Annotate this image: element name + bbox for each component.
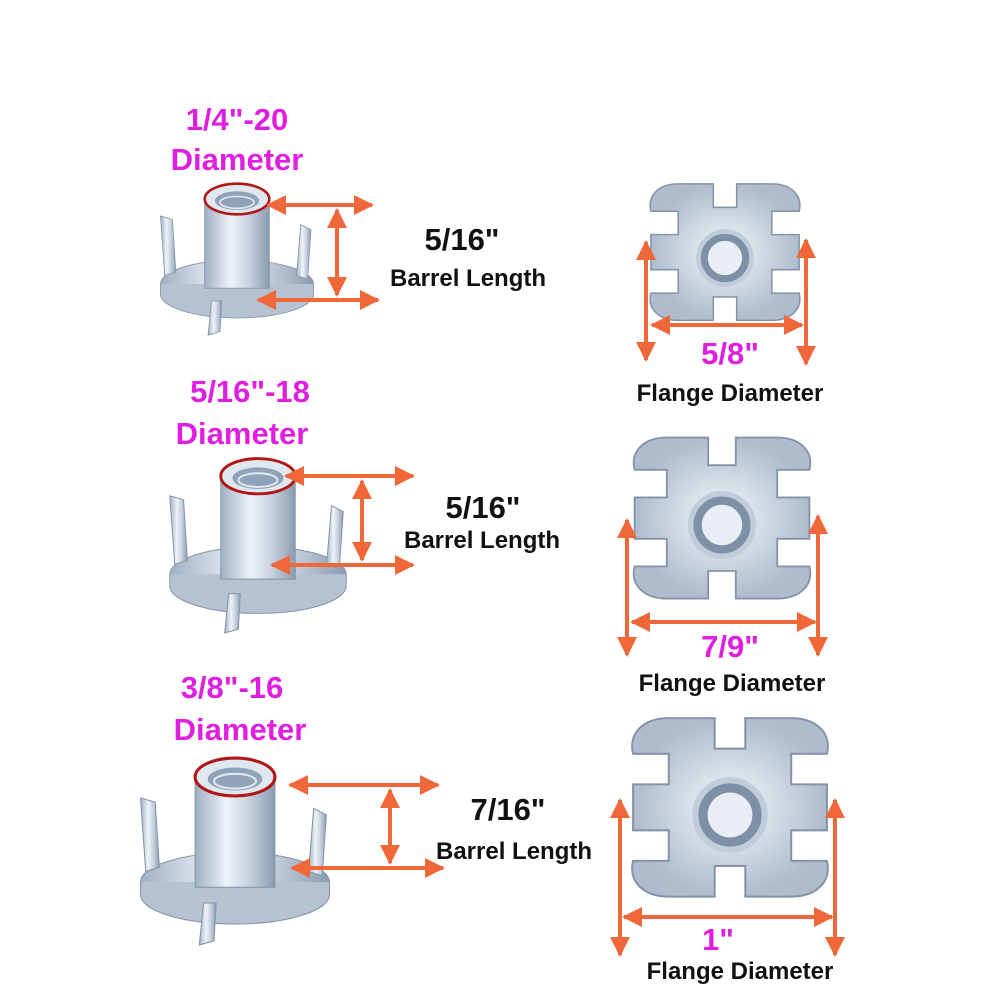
flange-diameter-caption: Flange Diameter	[638, 670, 826, 697]
barrel-length-value: 7/16"	[470, 792, 546, 827]
tee-nut-top-view-2	[634, 438, 811, 599]
dimension-arrows	[256, 195, 845, 957]
thread-size-caption: Diameter	[170, 142, 304, 177]
thread-size-label: 1/4"-20	[185, 102, 289, 137]
thread-size-label: 5/16"-18	[190, 374, 310, 409]
flange-diameter-value: 7/9"	[701, 629, 759, 664]
barrel-length-value: 5/16"	[424, 222, 500, 257]
tee-nut-side-view-2	[168, 457, 348, 635]
barrel-length-caption: Barrel Length	[389, 265, 547, 292]
thread-size-caption: Diameter	[173, 712, 307, 747]
tee-nut-top-view-3	[632, 718, 828, 897]
flange-diameter-value: 1"	[702, 922, 734, 957]
flange-diameter-caption: Flange Diameter	[636, 380, 824, 407]
thread-size-label: 3/8"-16	[180, 670, 284, 705]
tee-nut-top-view-1	[650, 184, 800, 320]
barrel-length-caption: Barrel Length	[435, 838, 593, 865]
flange-diameter-value: 5/8"	[701, 336, 759, 371]
flange-diameter-caption: Flange Diameter	[646, 958, 834, 985]
barrel-length-value: 5/16"	[445, 490, 521, 525]
thread-size-caption: Diameter	[175, 416, 309, 451]
barrel-length-caption: Barrel Length	[403, 527, 561, 554]
